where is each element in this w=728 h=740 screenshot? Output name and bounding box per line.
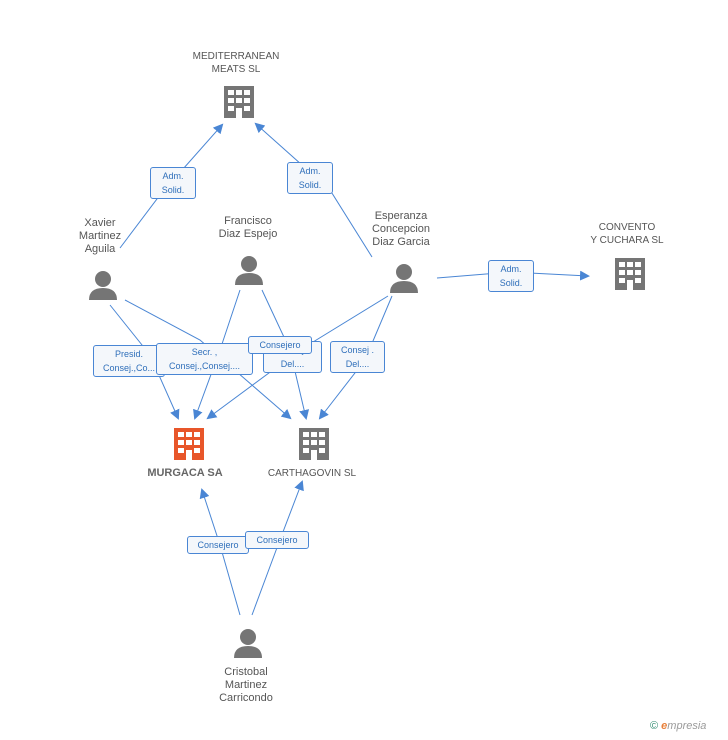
- edge-label-line: Adm.: [500, 264, 522, 274]
- node-label-line: MURGACA SA: [147, 467, 223, 479]
- edge-label-line: Consejero: [256, 535, 298, 545]
- edge-label-consejero[interactable]: Consejero: [187, 536, 249, 554]
- node-label-line: CARTHAGOVIN SL: [267, 468, 357, 479]
- person-icon: [234, 629, 262, 658]
- node-convento-y-cuchara[interactable]: CONVENTO Y CUCHARA SL: [567, 221, 687, 247]
- person-icon: [89, 271, 117, 300]
- node-mediterranean-meats[interactable]: MEDITERRANEAN MEATS SL: [176, 50, 296, 76]
- node-esperanza-concepcion-diaz-garcia[interactable]: Esperanza Concepcion Diaz Garcia: [351, 210, 451, 249]
- node-label-line: Aguila: [84, 243, 116, 255]
- edge-label-line: Solid.: [298, 180, 322, 190]
- node-cristobal-martinez-carricondo[interactable]: Cristobal Martinez Carricondo: [196, 666, 296, 705]
- edge-label-line: Presid.: [114, 349, 143, 359]
- node-label-line: Martinez: [78, 230, 122, 242]
- building-icon: [299, 428, 329, 460]
- building-icon: [615, 258, 645, 290]
- node-murgaca-sa[interactable]: MURGACA SA: [125, 467, 245, 480]
- node-label-line: Francisco: [224, 215, 272, 227]
- edge-xavier-carthagovin: [124, 299, 292, 420]
- node-label-line: MEATS SL: [211, 64, 261, 75]
- node-label-line: Esperanza: [374, 210, 428, 222]
- node-carthagovin-sl[interactable]: CARTHAGOVIN SL: [252, 467, 372, 480]
- node-label-line: Concepcion: [371, 223, 431, 235]
- person-icon: [235, 256, 263, 285]
- node-label-line: MEDITERRANEAN: [192, 51, 280, 62]
- edge-label-line: Solid.: [499, 278, 523, 288]
- node-label-line: Carricondo: [219, 692, 273, 704]
- brand-logo-e: e: [661, 720, 668, 732]
- edge-label-consejero[interactable]: Consejero: [248, 336, 312, 354]
- person-icon: [390, 264, 418, 293]
- node-label-line: Diaz Espejo: [218, 228, 278, 240]
- edge-label-line: Solid.: [161, 185, 185, 195]
- node-xavier-martinez-aguila[interactable]: Xavier Martinez Aguila: [50, 217, 150, 256]
- brand-name: mpresia: [667, 720, 707, 732]
- building-icon-highlighted: [174, 428, 204, 460]
- node-label-line: Y CUCHARA SL: [590, 235, 664, 246]
- copyright-icon: ©: [650, 720, 659, 732]
- node-label-line: CONVENTO: [598, 222, 656, 233]
- edge-label-line: Secr. ,: [191, 347, 218, 357]
- edge-label-consej-del[interactable]: Consej . Del....: [330, 341, 385, 373]
- edge-label-line: Adm.: [299, 166, 321, 176]
- building-icon: [224, 86, 254, 118]
- edge-label-line: Consej.,Co...: [102, 363, 156, 373]
- edge-label-adm-solid[interactable]: Adm. Solid.: [150, 167, 196, 199]
- node-label-line: Martinez: [224, 679, 268, 691]
- node-label-line: Cristobal: [224, 666, 268, 678]
- edge-label-secr-consej[interactable]: Secr. , Consej.,Consej....: [156, 343, 253, 375]
- edge-label-adm-solid[interactable]: Adm. Solid.: [287, 162, 333, 194]
- edge-label-line: Del....: [345, 359, 370, 369]
- node-francisco-diaz-espejo[interactable]: Francisco Diaz Espejo: [198, 215, 298, 241]
- edge-label-line: Consejero: [197, 540, 239, 550]
- edge-label-line: Adm.: [162, 171, 184, 181]
- edge-label-consejero[interactable]: Consejero: [245, 531, 309, 549]
- edge-label-line: Consejero: [259, 340, 301, 350]
- edge-label-line: Del....: [280, 359, 305, 369]
- footer-brand: © empresia: [650, 720, 706, 732]
- edge-label-adm-solid[interactable]: Adm. Solid.: [488, 260, 534, 292]
- node-label-line: Xavier: [84, 217, 116, 229]
- node-label-line: Diaz Garcia: [372, 236, 430, 248]
- edge-label-line: Consej.,Consej....: [168, 361, 241, 371]
- edge-label-line: Consej .: [340, 345, 375, 355]
- edge-label-presid-consej[interactable]: Presid. Consej.,Co...: [93, 345, 165, 377]
